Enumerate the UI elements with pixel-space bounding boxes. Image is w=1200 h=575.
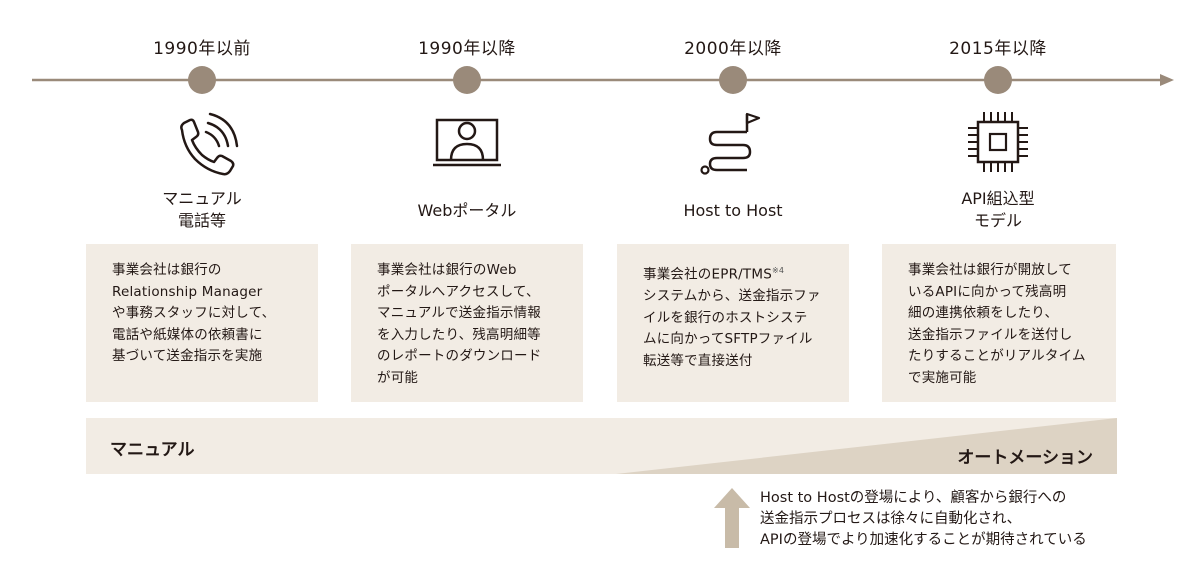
desc-line-text: 事業会社のEPR/TMS (643, 266, 772, 283)
era-title-1: マニュアル 電話等 (162, 189, 242, 230)
automation-wedge (616, 418, 1117, 474)
timeline-node-2 (453, 66, 481, 94)
era-label-4: 2015年以降 (949, 39, 1047, 59)
route-flag-icon (693, 108, 773, 178)
chip-icon (958, 108, 1038, 178)
era-description-3: 事業会社のEPR/TMS※4 システムから、送金指示ファ イルを銀行のホストシス… (617, 244, 849, 402)
timeline-arrow (32, 74, 1174, 86)
era-label-1: 1990年以前 (153, 39, 251, 59)
timeline-node-3 (719, 66, 747, 94)
era-title-2: Webポータル (417, 201, 517, 220)
era-description-1: 事業会社は銀行の Relationship Manager や事務スタッフに対し… (86, 244, 318, 402)
era-description-2: 事業会社は銀行のWeb ポータルへアクセスして、 マニュアルで送金指示情報 を入… (351, 244, 583, 402)
manual-label: マニュアル (110, 440, 195, 460)
phone-icon (162, 108, 242, 178)
era-label-2: 1990年以降 (418, 39, 516, 59)
up-arrow-icon (714, 488, 750, 548)
era-title-3: Host to Host (683, 201, 783, 220)
era-title-4: API組込型 モデル (961, 189, 1035, 230)
automation-note: Host to Hostの登場により、顧客から銀行への 送金指示プロセスは徐々に… (760, 490, 1087, 548)
footnote-mark: ※4 (771, 266, 785, 275)
timeline-node-1 (188, 66, 216, 94)
timeline-node-4 (984, 66, 1012, 94)
era-description-4: 事業会社は銀行が開放して いるAPIに向かって残高明 細の連携依頼をしたり、 送… (882, 244, 1116, 402)
era-label-3: 2000年以降 (684, 39, 782, 59)
web-portal-icon (427, 108, 507, 178)
manual-automation-band: マニュアル オートメーション (86, 418, 1117, 474)
automation-label: オートメーション (957, 448, 1093, 468)
